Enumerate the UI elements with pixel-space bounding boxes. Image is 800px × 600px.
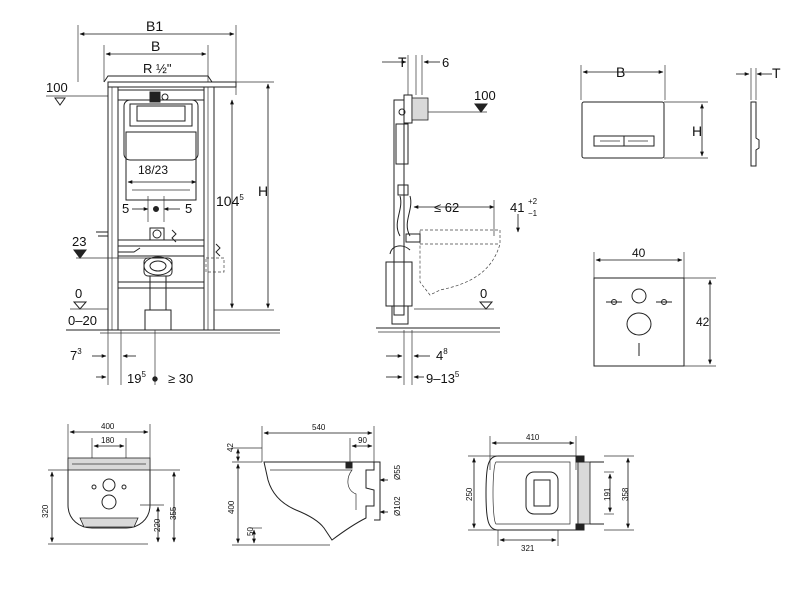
side-dim-41-label: 41 bbox=[510, 200, 524, 215]
dim-19-label: 195 bbox=[127, 370, 146, 386]
side-level-0-marker bbox=[478, 301, 494, 310]
flush-plate bbox=[581, 101, 665, 159]
bowl-front-h320: 320 bbox=[41, 504, 50, 518]
wall-tile-template: 40 42 bbox=[593, 246, 716, 367]
bowl-side-view: 540 90 42 400 50 Ø55 Ø102 bbox=[226, 423, 402, 546]
bowl-side-h400: 400 bbox=[227, 500, 236, 514]
dim-5-right-label: 5 bbox=[185, 201, 192, 216]
bowl-side-h42: 42 bbox=[226, 443, 235, 452]
level-23-label: 23 bbox=[72, 234, 86, 249]
level-100-marker bbox=[54, 97, 66, 106]
bowl-side-h50: 50 bbox=[246, 527, 255, 536]
side-level-100-marker bbox=[474, 103, 488, 113]
svg-text:−1: −1 bbox=[528, 209, 538, 218]
side-level-100-label: 100 bbox=[474, 88, 496, 103]
side-dim-62-label: ≤ 62 bbox=[434, 200, 459, 215]
dim-7-label: 73 bbox=[70, 347, 82, 363]
level-100-label: 100 bbox=[46, 80, 68, 95]
bowl-side-outline bbox=[263, 461, 375, 541]
side-six-label: 6 bbox=[442, 55, 449, 70]
tile-height-label: 42 bbox=[696, 315, 710, 329]
bowl-front-w400: 400 bbox=[101, 422, 115, 431]
bowl-side-w540: 540 bbox=[312, 423, 326, 432]
dim-0-20-label: 0–20 bbox=[68, 313, 97, 328]
plate-b-label: B bbox=[616, 64, 625, 80]
b1-label: B1 bbox=[146, 18, 163, 34]
h-label: H bbox=[258, 183, 268, 199]
bowl-top-view: 410 250 191 358 321 bbox=[465, 433, 634, 553]
bowl-front-outline bbox=[67, 470, 151, 529]
bowl-side-d55: Ø55 bbox=[393, 464, 402, 480]
side-dim-4-label: 48 bbox=[436, 347, 448, 363]
bowl-front-h220: 220 bbox=[153, 518, 162, 532]
dim-18-23-label: 18/23 bbox=[138, 163, 168, 177]
side-dim-9-13-label: 9–135 bbox=[426, 370, 460, 386]
bowl-front-view: 400 180 320 355 220 bbox=[41, 422, 180, 545]
bowl-top-w410: 410 bbox=[526, 433, 540, 442]
level-0-label: 0 bbox=[75, 286, 82, 301]
bowl-top-h191: 191 bbox=[603, 487, 612, 501]
flush-plate-view: B H T bbox=[580, 64, 781, 167]
level-23-marker bbox=[73, 249, 87, 259]
frame-side-view: T 6 100 ≤ 62 41 +2 −1 bbox=[376, 54, 538, 386]
bowl-top-outline bbox=[485, 455, 579, 531]
plate-t-label: T bbox=[772, 65, 781, 81]
bowl-top-h250: 250 bbox=[465, 487, 474, 501]
side-level-0-label: 0 bbox=[480, 286, 487, 301]
dim-30-label: ≥ 30 bbox=[168, 371, 193, 386]
bowl-front-w180: 180 bbox=[101, 436, 115, 445]
b-label: B bbox=[151, 38, 160, 54]
bowl-side-w90: 90 bbox=[358, 436, 367, 445]
dim-5-left-label: 5 bbox=[122, 201, 129, 216]
svg-text:+2: +2 bbox=[528, 197, 538, 206]
r-half-label: R ½" bbox=[143, 61, 172, 76]
plate-h-label: H bbox=[692, 123, 702, 139]
dim-104-label: 1045 bbox=[216, 193, 244, 209]
bowl-front-h355: 355 bbox=[169, 506, 178, 520]
bowl-side-d102: Ø102 bbox=[393, 496, 402, 516]
tile-outline bbox=[593, 277, 685, 367]
frame-front-view: B1 B R ½" 100 18/23 5 5 bbox=[46, 18, 280, 386]
level-0-marker bbox=[72, 301, 88, 310]
bowl-top-h358: 358 bbox=[621, 487, 630, 501]
bowl-top-w321: 321 bbox=[521, 544, 535, 553]
tile-width-label: 40 bbox=[632, 246, 646, 260]
